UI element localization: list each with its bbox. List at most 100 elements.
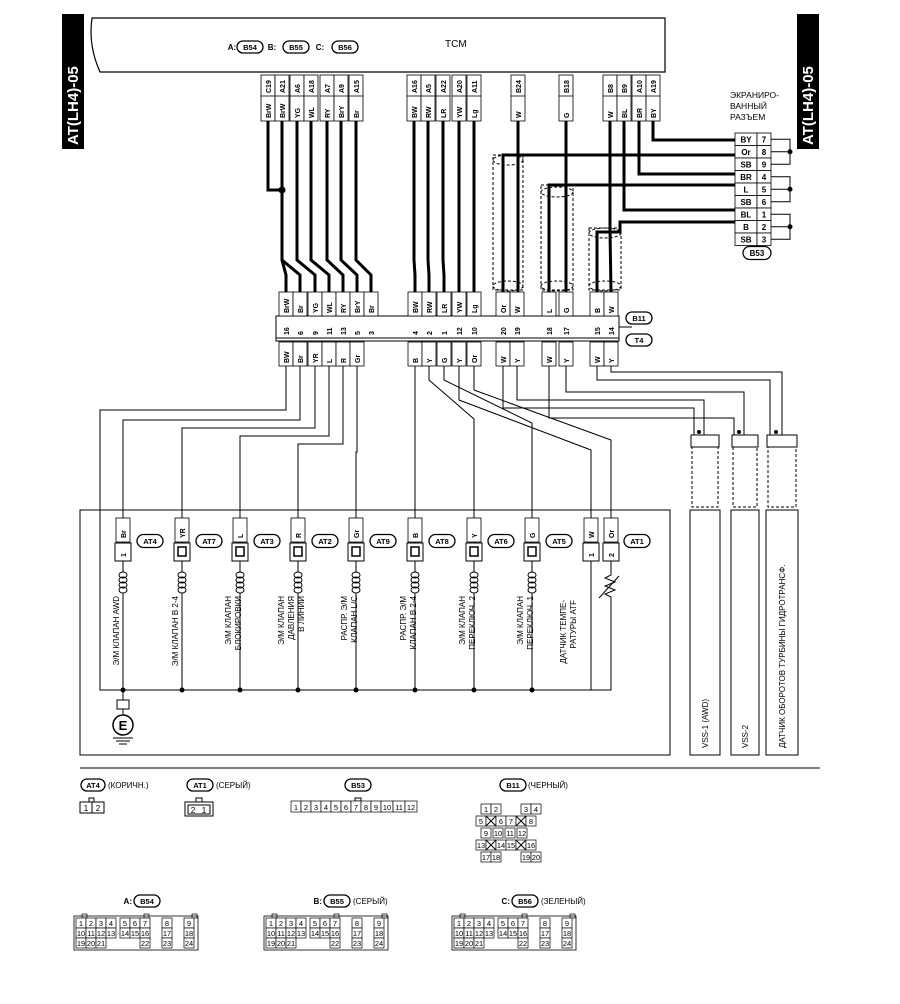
legend-letter: B: [314, 897, 322, 906]
legend-pin: 4 [109, 919, 113, 928]
legend-pin: 1 [294, 803, 298, 812]
legend-pin: 8 [355, 919, 359, 928]
tcm-pin-color: BL [622, 108, 629, 118]
legend-letter: A: [124, 897, 132, 906]
b11-pin-color: Lg [472, 304, 479, 313]
tcm-pin-number: A5 [426, 84, 433, 93]
legend-pin: 2 [494, 805, 498, 814]
b11-pin-number: 11 [327, 327, 334, 335]
legend-pin: 8 [165, 919, 169, 928]
b11-pin-color: BW [413, 301, 420, 313]
tcm-pin-B8: B8W [602, 74, 618, 122]
sensor-label: VSS-1 (AWD) [701, 699, 710, 748]
tcm-pin-color: BrW [280, 103, 287, 118]
legend-pin: 21 [97, 939, 105, 948]
legend-pin: 18 [492, 853, 500, 862]
b11-pin-number: 5 [355, 331, 362, 335]
side-label-left: AT(LH4)-05 [62, 14, 84, 149]
tcm-pin-number: A15 [354, 80, 361, 93]
oval-label: AT8 [435, 537, 449, 546]
wire [637, 121, 735, 176]
tcm-pin-color: BW [412, 106, 419, 118]
tcm-pin-color: LR [441, 109, 448, 118]
legend-pin: 15 [131, 929, 139, 938]
wire [426, 121, 431, 292]
b11-pin-number: 20 [501, 327, 508, 335]
legend-pin: 22 [141, 939, 149, 948]
tcm-pin-number: A11 [472, 80, 479, 93]
comp-id-AT4: AT4 [136, 533, 164, 549]
legend-pin: 13 [107, 929, 115, 938]
legend-pin: 15 [321, 929, 329, 938]
t4-pin-color: R [341, 358, 348, 363]
tcm-pin-number: A10 [637, 80, 644, 93]
wire [339, 121, 359, 292]
comp-label: Э/М КЛАПАН [516, 596, 525, 645]
legend-pin: 2 [191, 806, 196, 815]
wire [502, 366, 695, 435]
wire [473, 366, 612, 545]
tcm-pin-color: W [608, 111, 615, 118]
wire [516, 366, 705, 435]
b11-pin-number: 3 [369, 331, 376, 335]
legend-pin: 19 [267, 939, 275, 948]
legend-pin: 3 [289, 919, 293, 928]
legend-pin: 4 [299, 919, 303, 928]
legend-pin: 10 [455, 929, 463, 938]
legend-pin: 23 [541, 939, 549, 948]
sensor-label: ДАТЧИК ОБОРОТОВ ТУРБИНЫ ГИДРОТРАНСФ. [778, 565, 787, 748]
comp-wire-color: L [238, 533, 245, 538]
comp-label: КЛАПАН В 2-4 [409, 595, 418, 649]
comp-wire-color: G [530, 532, 537, 538]
b53-label: B53 [742, 245, 772, 261]
legend-pin: 10 [494, 829, 502, 838]
b11-pin-1: LR1 [436, 291, 452, 335]
b11-pin-color: LR [442, 304, 449, 313]
b53-pin-number: 1 [762, 211, 767, 220]
tcm-pin-number: C19 [266, 80, 273, 93]
t4-pin: Y [558, 341, 574, 367]
legend-pin: 24 [185, 939, 193, 948]
legend-pin: 18 [185, 929, 193, 938]
tcm-pin-color: BrW [266, 103, 273, 118]
legend-pin: 2 [96, 804, 101, 813]
comp-label: В ЛИНИИ [297, 596, 306, 632]
comp-id-AT7: AT7 [195, 533, 223, 549]
b53-pin-number: 3 [762, 236, 767, 245]
legend-desc: (КОРИЧН.) [108, 781, 149, 790]
b11-pin-color: BrW [284, 298, 291, 313]
b11-pin-3: Br3 [363, 291, 379, 335]
legend-pin: 7 [333, 919, 337, 928]
legend-pin: 3 [524, 805, 528, 814]
b11-pin-6: Br6 [292, 291, 308, 335]
b11-pin-number: 14 [609, 327, 616, 335]
wire [309, 121, 331, 292]
legend-pin: 1 [202, 806, 207, 815]
legend-pin: 11 [87, 929, 95, 938]
wires [99, 121, 783, 691]
b11-pin-number: 12 [457, 327, 464, 335]
legend-pin: 15 [507, 841, 515, 850]
t4-pin: Or [466, 341, 482, 367]
wire [266, 121, 282, 192]
wire [325, 121, 345, 292]
tcm-pin-color: BR [637, 108, 644, 118]
legend-pin: 3 [477, 919, 481, 928]
b11-pin-color: RY [341, 303, 348, 313]
comp-label: Э/М КЛАПАН [458, 596, 467, 645]
comp-wire-color: YR [180, 528, 187, 538]
b11-pin-19: W19 [509, 291, 525, 335]
oval-label: B11 [506, 781, 519, 790]
comp-pin: 1 [121, 553, 128, 557]
